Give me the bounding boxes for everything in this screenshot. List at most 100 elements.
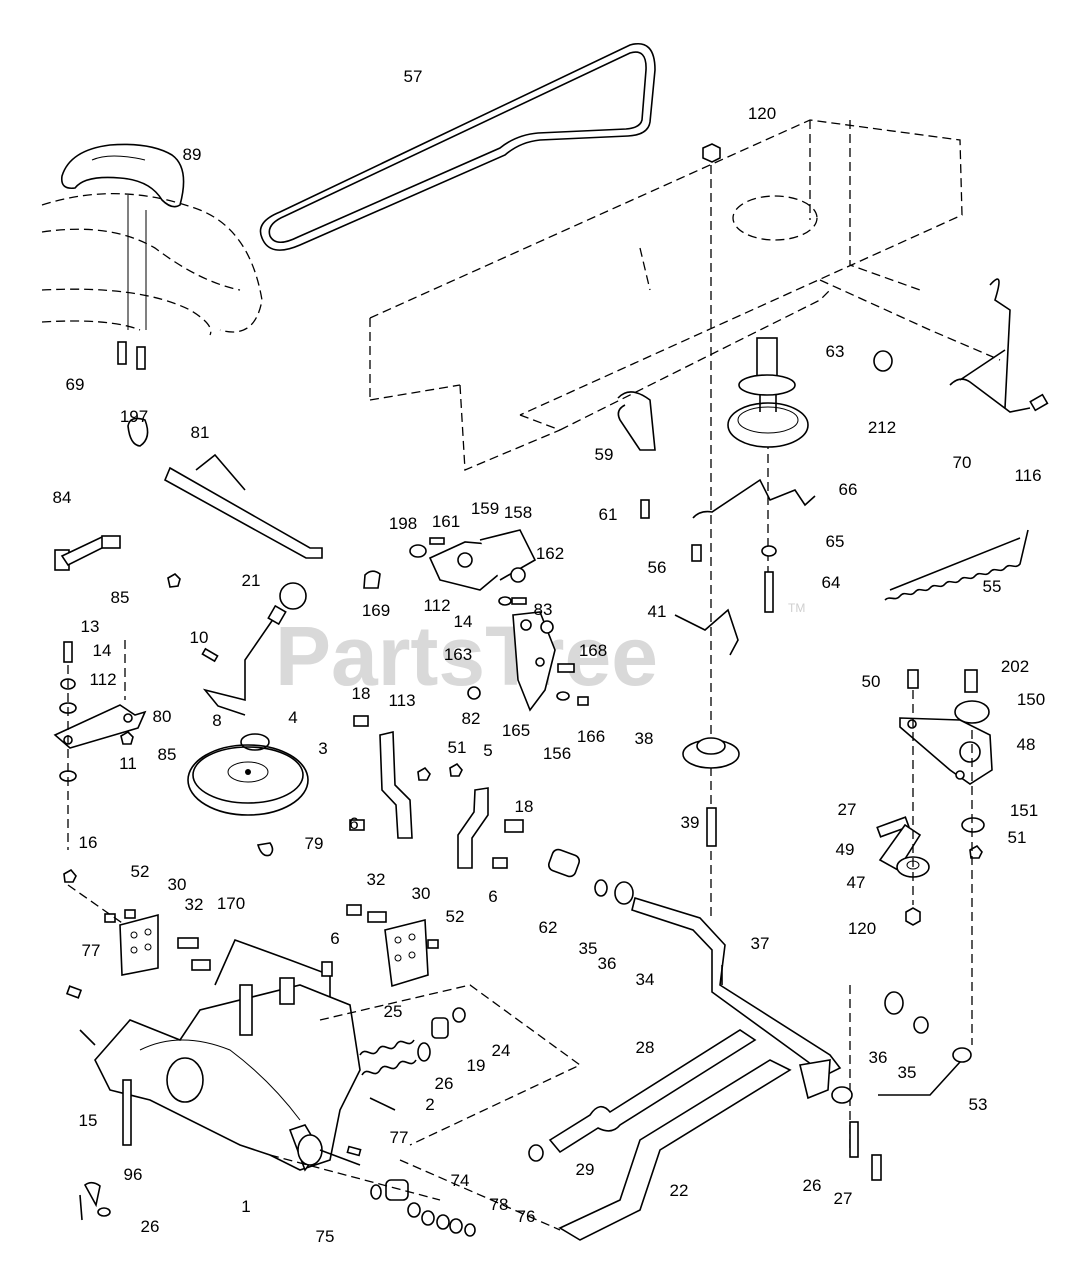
- callout-165: 165: [502, 721, 530, 740]
- callout-162: 162: [536, 544, 564, 563]
- callout-169: 169: [362, 601, 390, 620]
- callout-112: 112: [423, 596, 450, 615]
- callout-6: 6: [330, 929, 339, 948]
- callout-83: 83: [534, 600, 553, 619]
- callout-120: 120: [848, 919, 876, 938]
- callout-10: 10: [190, 628, 209, 647]
- callout-4: 4: [288, 708, 297, 727]
- rods-28-22: [528, 1029, 882, 1241]
- washer-65: [761, 545, 777, 557]
- callout-16: 16: [79, 833, 98, 852]
- callout-74: 74: [451, 1171, 470, 1190]
- callout-19: 19: [467, 1056, 486, 1075]
- callout-14: 14: [454, 612, 473, 631]
- callout-35: 35: [898, 1063, 917, 1082]
- callout-79: 79: [305, 834, 324, 853]
- washer-stack-74: [269, 1154, 561, 1237]
- bracket-assembly-158: [409, 529, 537, 606]
- shift-lever-8: [202, 582, 307, 716]
- callout-6: 6: [349, 814, 358, 833]
- callout-51: 51: [1008, 828, 1027, 847]
- right-bracket-group: [876, 669, 993, 1045]
- bolt-56: [691, 544, 702, 562]
- watermark-trademark: TM: [788, 601, 805, 615]
- callout-59: 59: [595, 445, 614, 464]
- callout-1: 1: [241, 1197, 250, 1216]
- callout-30: 30: [168, 875, 187, 894]
- bracket-113: [349, 715, 463, 839]
- callout-38: 38: [635, 729, 654, 748]
- screw-10: [201, 647, 219, 663]
- callout-77: 77: [82, 941, 101, 960]
- callout-77: 77: [390, 1128, 409, 1147]
- callout-57: 57: [404, 67, 423, 86]
- bolt-61: [640, 499, 650, 519]
- callout-76: 76: [517, 1207, 536, 1226]
- callout-70: 70: [953, 453, 972, 472]
- callout-34: 34: [636, 970, 655, 989]
- callout-156: 156: [543, 744, 571, 763]
- callout-30: 30: [412, 884, 431, 903]
- callout-65: 65: [826, 532, 845, 551]
- callout-13: 13: [81, 617, 100, 636]
- callout-51: 51: [448, 738, 467, 757]
- callout-212: 212: [868, 418, 896, 437]
- callout-21: 21: [242, 571, 261, 590]
- link-84: [54, 535, 181, 588]
- callout-80: 80: [153, 707, 172, 726]
- callout-75: 75: [316, 1227, 335, 1246]
- callout-96: 96: [124, 1165, 143, 1184]
- callout-25: 25: [384, 1002, 403, 1021]
- clip-169: [363, 570, 381, 589]
- spring-25-stack: [319, 984, 582, 1146]
- callout-8: 8: [212, 711, 221, 730]
- callout-116: 116: [1014, 466, 1041, 485]
- transmission-1: [65, 977, 361, 1172]
- callout-32: 32: [185, 895, 204, 914]
- callout-28: 28: [636, 1038, 655, 1057]
- callout-27: 27: [838, 800, 857, 819]
- callout-150: 150: [1017, 690, 1045, 709]
- rod-53: [849, 985, 972, 1150]
- callout-27: 27: [834, 1189, 853, 1208]
- rod-41: [674, 608, 739, 656]
- callout-159: 159: [471, 499, 499, 518]
- callout-26: 26: [435, 1074, 454, 1093]
- callout-52: 52: [131, 862, 150, 881]
- callout-3: 3: [318, 739, 327, 758]
- callout-113: 113: [388, 691, 415, 710]
- callout-24: 24: [492, 1041, 511, 1060]
- plate-30-left: [63, 868, 211, 976]
- callout-151: 151: [1010, 801, 1038, 820]
- bolt-6-c: [321, 961, 333, 977]
- callout-63: 63: [826, 342, 845, 361]
- callout-61: 61: [599, 505, 618, 524]
- watermark-brand: PartsTree: [275, 609, 658, 703]
- callout-78: 78: [490, 1195, 509, 1214]
- callout-120: 120: [748, 104, 776, 123]
- callout-82: 82: [462, 709, 481, 728]
- tractor-frame: [369, 119, 1001, 471]
- callout-49: 49: [836, 840, 855, 859]
- callout-163: 163: [444, 645, 472, 664]
- callout-50: 50: [862, 672, 881, 691]
- callout-11: 11: [119, 754, 137, 773]
- callout-5: 5: [483, 741, 492, 760]
- bracket-70: [949, 278, 1049, 413]
- callout-168: 168: [579, 641, 607, 660]
- callout-15: 15: [79, 1111, 98, 1130]
- callout-36: 36: [869, 1048, 888, 1067]
- callout-112: 112: [89, 670, 116, 689]
- idler-pulley-63: [727, 337, 809, 448]
- bracket-59: [617, 391, 656, 451]
- small-hardware: [79, 1145, 362, 1221]
- bracket-5: [457, 787, 524, 869]
- bolt-64: [764, 571, 774, 613]
- transmission-pulley-3: [187, 733, 309, 857]
- callout-84: 84: [53, 488, 72, 507]
- left-link-stack: [53, 640, 147, 850]
- callout-41: 41: [648, 602, 667, 621]
- spring-55: [884, 529, 1029, 601]
